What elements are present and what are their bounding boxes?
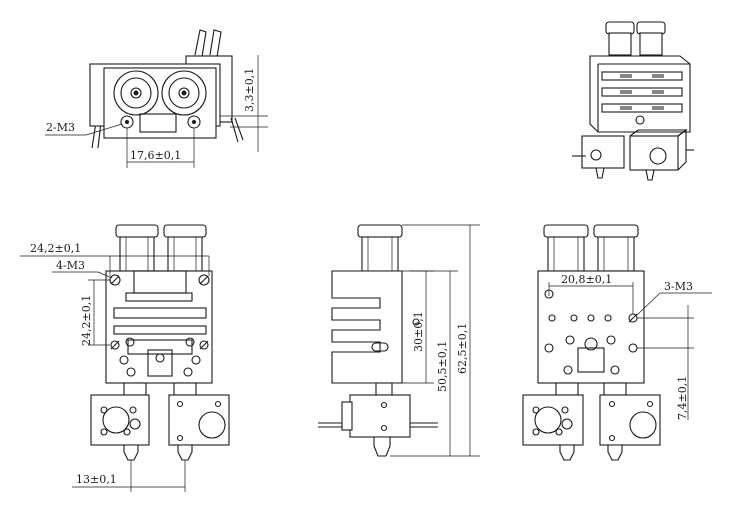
dim-back-height: 7,4±0,1 xyxy=(676,376,689,420)
top-view xyxy=(45,29,268,168)
dim-side-h1: 30±0,1 xyxy=(412,311,425,352)
dim-side-h2: 50,5±0,1 xyxy=(436,341,449,392)
dim-top-height: 3,3±0,1 xyxy=(243,68,256,112)
side-view xyxy=(318,224,480,457)
dim-side-h3: 62,5±0,1 xyxy=(456,323,469,374)
back-view xyxy=(522,224,712,461)
dim-nozzle-spacing: 13±0,1 xyxy=(76,473,117,486)
dim-front-thread: 4-M3 xyxy=(56,259,85,272)
dim-front-height: 24,2±0,1 xyxy=(80,295,93,346)
dim-front-width: 24,2±0,1 xyxy=(30,242,81,255)
dim-back-thread: 3-M3 xyxy=(664,280,693,293)
dim-top-thread: 2-M3 xyxy=(46,121,75,134)
dim-back-width: 20,8±0,1 xyxy=(561,273,612,286)
isometric-view xyxy=(572,21,694,181)
dim-top-width: 17,6±0,1 xyxy=(130,149,181,162)
front-view xyxy=(20,224,230,492)
